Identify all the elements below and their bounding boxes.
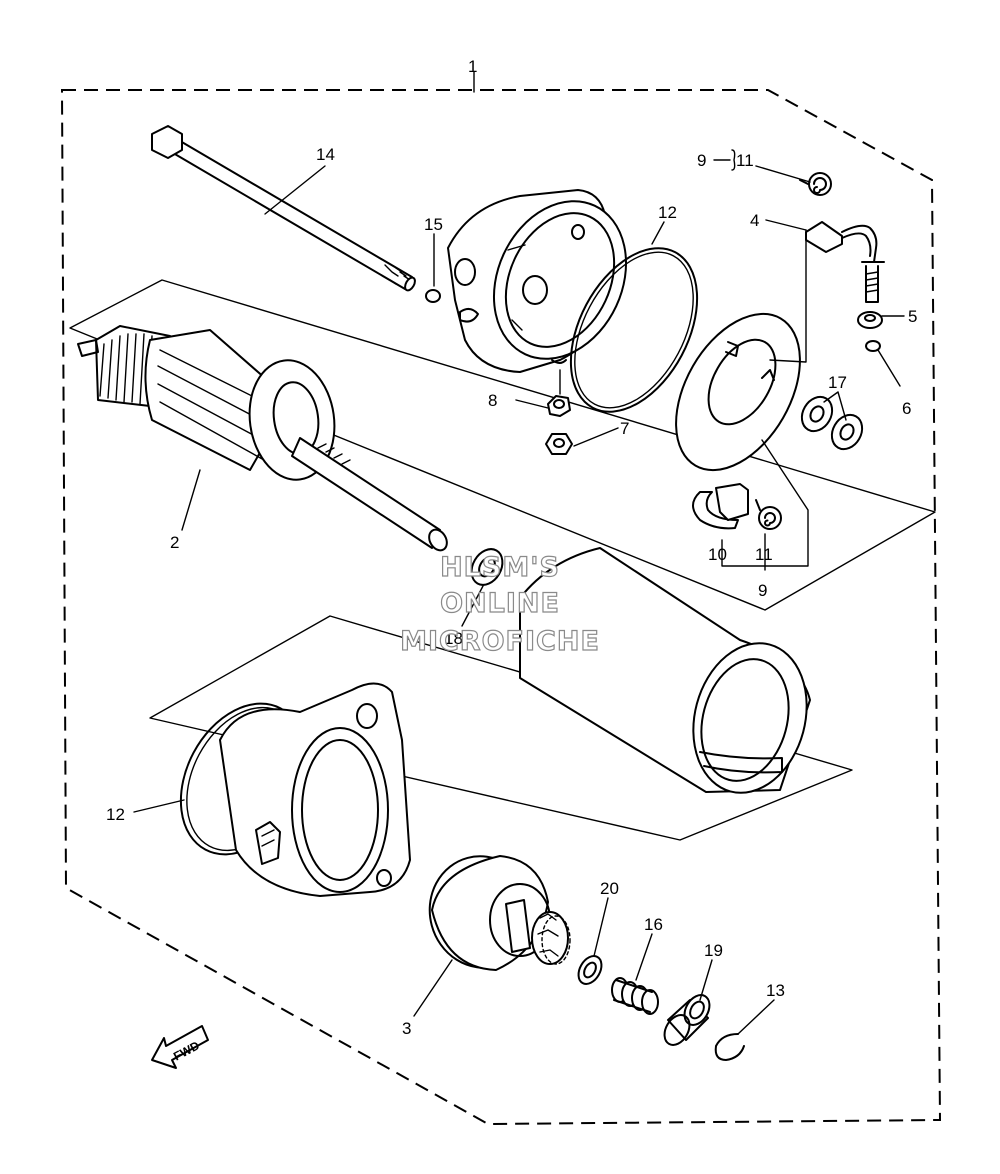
rear-cover [447, 189, 628, 373]
label-18: 18 [444, 629, 463, 648]
nut-7 [545, 433, 573, 455]
circlip-13 [714, 1033, 745, 1061]
label-16: 16 [644, 915, 663, 934]
label-14: 14 [316, 145, 335, 164]
brush-lead [805, 221, 885, 303]
label-11-top: 11 [736, 151, 754, 170]
label-8: 8 [488, 391, 497, 410]
armature [77, 325, 448, 552]
armature-plane [69, 279, 936, 611]
brush-spring-bottom [755, 499, 782, 530]
watermark-line-2: ONLINE [440, 588, 560, 619]
brush-plate [675, 312, 801, 472]
label-10: 10 [708, 545, 727, 564]
label-6: 6 [902, 399, 911, 418]
oring-18 [470, 548, 504, 586]
assembly-outline [60, 89, 942, 1126]
brush-spring-top [799, 172, 832, 196]
front-cover-flange [219, 682, 411, 897]
collar-19 [663, 994, 711, 1046]
label-5: 5 [908, 307, 917, 326]
yoke [519, 547, 811, 794]
label-11-bottom: 11 [755, 545, 773, 564]
label-3: 3 [402, 1019, 411, 1038]
washers-17 [800, 395, 864, 451]
yoke-plane [149, 615, 853, 841]
oring-15 [425, 289, 441, 303]
washer-20 [577, 955, 603, 985]
label-7: 7 [620, 419, 629, 438]
label-12-top: 12 [658, 203, 677, 222]
watermark: HLSM'S ONLINE MICROFICHE [399, 551, 600, 657]
label-9-bottom: 9 [758, 581, 767, 600]
watermark-line-1: HLSM'S [440, 552, 560, 583]
label-13: 13 [766, 981, 785, 1000]
label-15: 15 [424, 215, 443, 234]
watermark-line-3: MICROFICHE [400, 626, 600, 657]
label-12-bottom: 12 [106, 805, 125, 824]
label-2: 2 [170, 533, 179, 552]
spring-16 [611, 977, 659, 1015]
through-bolt [151, 125, 416, 292]
pinion-assembly [428, 855, 571, 971]
washer-8 [547, 395, 571, 417]
label-20: 20 [600, 879, 619, 898]
label-17: 17 [828, 373, 847, 392]
label-19: 19 [704, 941, 723, 960]
label-9-top: 9 [697, 151, 706, 170]
oring-12-top [569, 247, 699, 413]
label-4: 4 [750, 211, 759, 230]
brush-10 [692, 483, 749, 530]
label-1: 1 [468, 57, 477, 76]
oring-6 [865, 340, 881, 352]
fwd-arrow: FWD [151, 1025, 209, 1069]
leader-lines [133, 71, 905, 1035]
